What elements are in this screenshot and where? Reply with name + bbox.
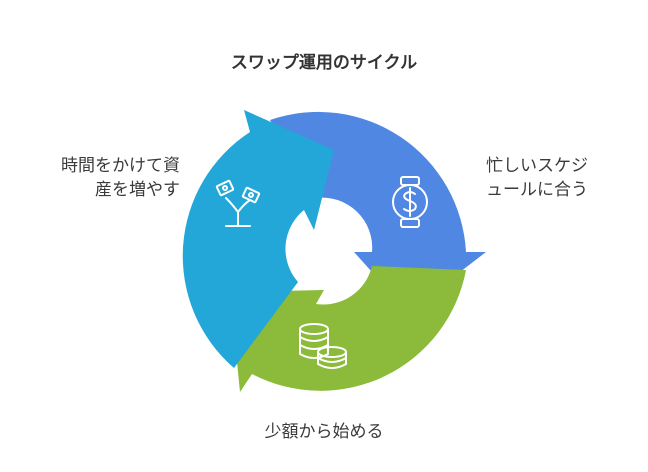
label-line: ュールに合う — [486, 180, 588, 200]
stopwatch-dollar-icon — [392, 176, 428, 228]
label-start-small: 少額から始める — [0, 420, 648, 444]
label-line: 忙しいスケジ — [486, 156, 588, 176]
label-line: 少額から始める — [264, 422, 384, 442]
segment-cyan-arrow — [182, 110, 334, 368]
diagram-title: スワップ運用のサイクル — [230, 53, 418, 73]
label-line: 時間をかけて資 — [61, 156, 180, 176]
label-line: 産を増やす — [95, 180, 180, 200]
segment-green-arrow — [230, 266, 466, 392]
coin-stack-icon — [299, 323, 347, 369]
money-plant-icon — [215, 179, 261, 227]
label-grow-over-time: 時間をかけて資 産を増やす — [20, 154, 180, 202]
label-busy-schedule: 忙しいスケジ ュールに合う — [486, 154, 636, 202]
